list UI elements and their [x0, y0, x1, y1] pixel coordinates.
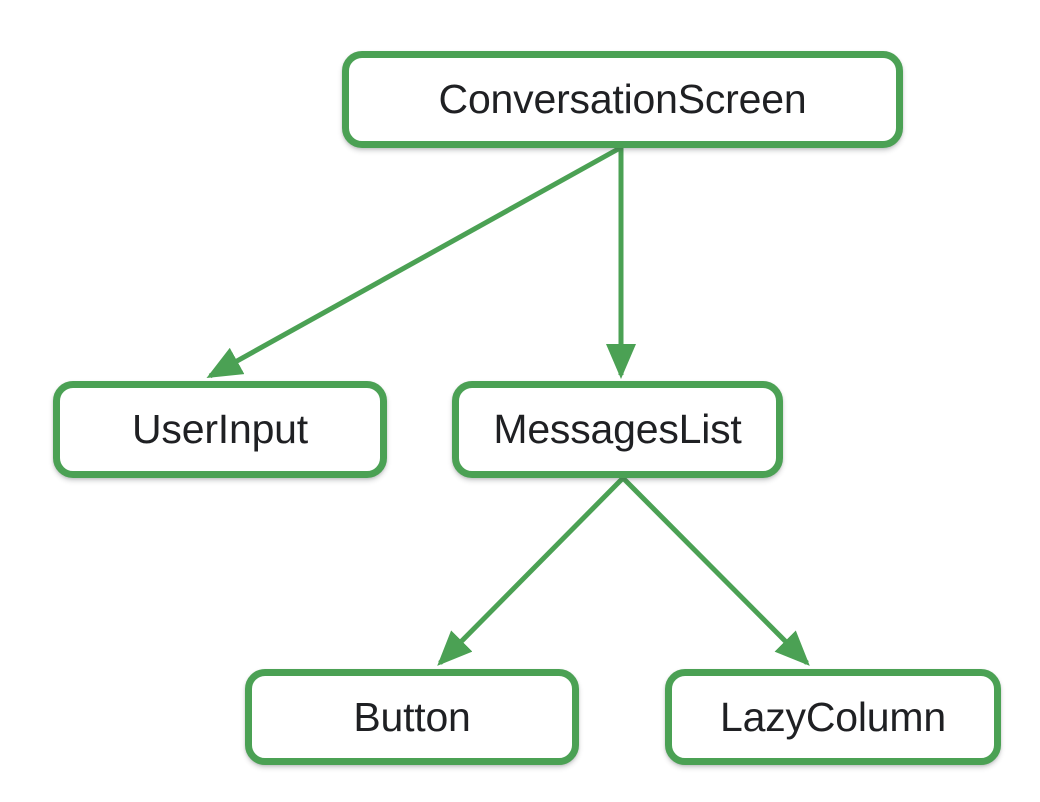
node-lazycolumn[interactable]: LazyColumn [665, 669, 1001, 765]
node-button[interactable]: Button [245, 669, 579, 765]
node-conversationscreen[interactable]: ConversationScreen [342, 51, 903, 148]
node-messageslist[interactable]: MessagesList [452, 381, 783, 478]
node-userinput[interactable]: UserInput [53, 381, 387, 478]
node-label: UserInput [132, 406, 308, 452]
node-label: LazyColumn [720, 693, 946, 740]
node-label: ConversationScreen [438, 76, 807, 122]
edge-messageslist-to-button [437, 476, 625, 666]
edge-conversationscreen-to-userinput [206, 145, 622, 379]
edge-messageslist-to-lazycolumn [621, 476, 810, 666]
node-label: MessagesList [493, 406, 742, 452]
node-label: Button [353, 693, 471, 740]
